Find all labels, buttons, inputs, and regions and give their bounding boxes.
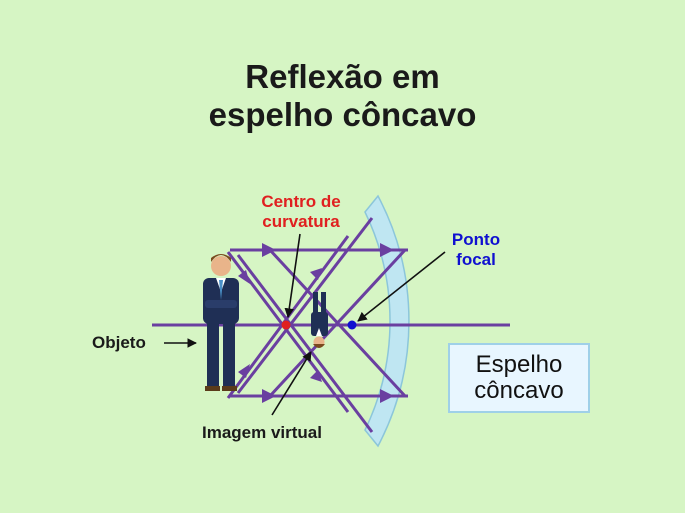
- center-label-line-2: curvatura: [262, 212, 340, 231]
- focal-label-line-1: Ponto: [451, 230, 501, 249]
- focal-point: [347, 320, 357, 330]
- center-of-curvature-point: [281, 320, 291, 330]
- center-label-line-1: Centro de: [261, 192, 341, 211]
- title-line-1: Reflexão em: [245, 58, 440, 95]
- mirror-box-line-1: Espelho: [475, 351, 563, 378]
- center-of-curvature-label: Centro de curvatura: [242, 192, 360, 232]
- page-title: Reflexão em espelho côncavo: [0, 58, 685, 134]
- concave-mirror-box: Espelho côncavo: [448, 343, 590, 413]
- focal-point-label: Ponto focal: [432, 230, 520, 270]
- center-label-arrow: [284, 233, 301, 318]
- object-person-icon: [203, 254, 239, 391]
- focal-label-line-2: focal: [456, 250, 496, 269]
- image-label-arrow: [271, 351, 312, 416]
- virtual-image-person-icon: [311, 292, 328, 348]
- object-label: Objeto: [92, 333, 146, 352]
- concave-mirror: [364, 194, 410, 448]
- mirror-box-line-2: côncavo: [474, 377, 564, 404]
- ray-arrows: [238, 243, 394, 403]
- title-line-2: espelho côncavo: [208, 96, 477, 133]
- focal-label-arrow: [357, 251, 446, 322]
- virtual-image-label: Imagem virtual: [202, 423, 322, 442]
